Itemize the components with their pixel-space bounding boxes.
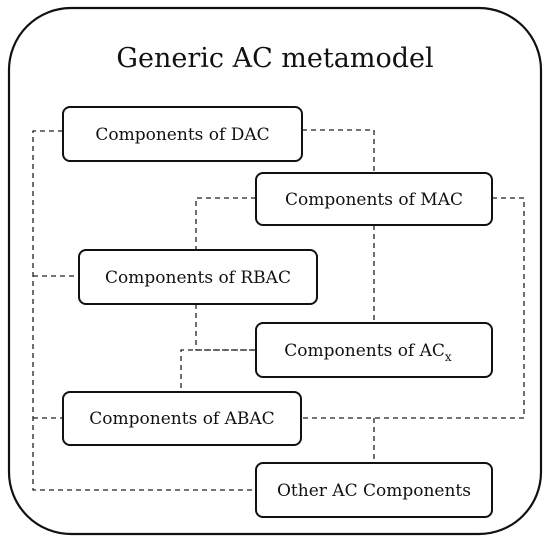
other-ac-components-box xyxy=(255,462,493,518)
components-of-acx-box xyxy=(255,322,493,378)
components-of-dac-box xyxy=(62,106,303,162)
components-of-acx-subscript: x xyxy=(445,350,452,364)
components-of-mac-box xyxy=(255,172,493,226)
dac-left-bus-dashed-line xyxy=(32,130,256,491)
other-ac-components-label: Other AC Components xyxy=(277,481,471,501)
dac-to-mac-dashed-line xyxy=(302,129,375,173)
components-of-dac-label: Components of DAC xyxy=(95,125,269,145)
diagram-title: Generic AC metamodel xyxy=(116,43,433,74)
components-of-acx-prefix: Components of AC xyxy=(284,341,445,361)
components-of-mac-label: Components of MAC xyxy=(285,190,463,210)
components-of-rbac-label: Components of RBAC xyxy=(105,268,291,288)
components-of-rbac-box xyxy=(78,249,318,305)
components-of-acx-label: Components of ACx xyxy=(284,341,452,364)
mac-right-dashed-line xyxy=(300,197,525,419)
mac-to-rbac-dashed-line xyxy=(195,197,256,250)
acx-to-abac-dashed-line xyxy=(180,349,256,392)
components-of-abac-label: Components of ABAC xyxy=(89,409,274,429)
components-of-abac-box xyxy=(62,391,302,446)
